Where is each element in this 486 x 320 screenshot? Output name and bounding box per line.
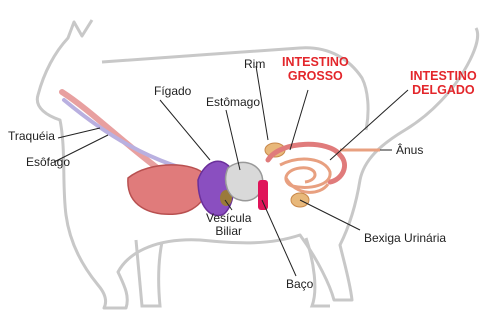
label-large-intestine: INTESTINO GROSSO	[282, 56, 349, 84]
trachea	[62, 92, 160, 170]
label-trachea: Traquéia	[8, 130, 55, 143]
large-intestine	[268, 144, 345, 182]
spleen	[258, 180, 268, 210]
label-kidney: Rim	[244, 58, 265, 71]
small-intestine	[280, 150, 380, 192]
lungs	[128, 165, 208, 214]
label-spleen: Baço	[286, 278, 313, 291]
label-gallbladder: Vesícula Biliar	[206, 212, 251, 238]
stomach	[226, 162, 263, 200]
label-small-intestine: INTESTINO DELGADO	[410, 70, 477, 98]
label-liver: Fígado	[154, 85, 191, 98]
cat-hind-leg	[306, 238, 330, 306]
label-stomach: Estômago	[206, 96, 260, 109]
label-urinary-bladder: Bexiga Urinária	[364, 232, 446, 245]
label-esophagus: Esôfago	[26, 156, 70, 169]
label-anus: Ânus	[396, 144, 423, 157]
